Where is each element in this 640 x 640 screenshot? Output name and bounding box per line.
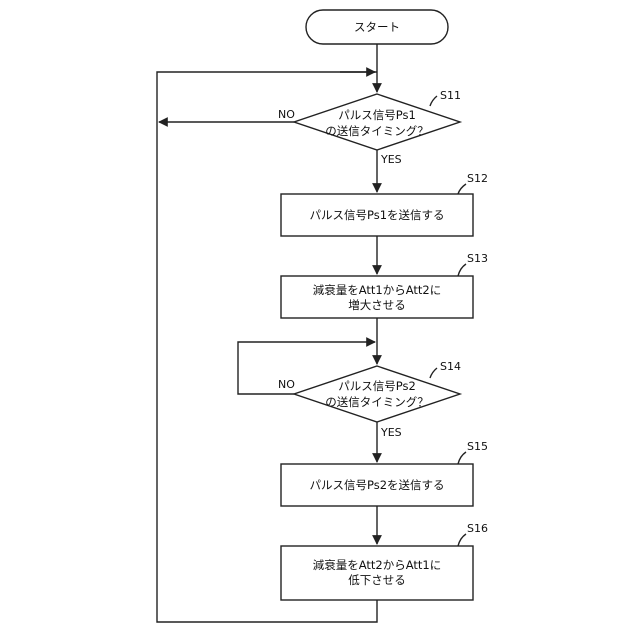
s12-step-label: S12: [467, 172, 488, 185]
s11-no-label: NO: [278, 108, 295, 121]
s14-line-2: の送信タイミング？: [325, 395, 429, 409]
s11-yes-label: YES: [380, 153, 402, 166]
loop-back-line: [157, 72, 377, 622]
s14-step-leader: [430, 368, 437, 378]
s11-line-2: の送信タイミング？: [325, 124, 429, 138]
s15-step-leader: [458, 452, 466, 464]
s16-step-label: S16: [467, 522, 488, 535]
s11-step-label: S11: [440, 89, 461, 102]
s13-step-leader: [458, 264, 466, 276]
s11-decision: [294, 94, 460, 150]
start-label: スタート: [354, 20, 400, 34]
s11-line-1: パルス信号Ps1: [338, 108, 416, 122]
s13-line-2: 増大させる: [348, 298, 406, 312]
s14-no-label: NO: [278, 378, 295, 391]
s14-line-1: パルス信号Ps2: [338, 379, 416, 393]
s16-line-2: 低下させる: [348, 573, 406, 587]
s15-step-label: S15: [467, 440, 488, 453]
s15-line-1: パルス信号Ps2を送信する: [309, 478, 444, 492]
s12-line-1: パルス信号Ps1を送信する: [309, 208, 444, 222]
s13-line-1: 減衰量をAtt1からAtt2に: [313, 283, 442, 297]
s11-step-leader: [430, 96, 437, 106]
s12-step-leader: [458, 184, 466, 194]
s16-line-1: 減衰量をAtt2からAtt1に: [313, 558, 442, 572]
s14-step-label: S14: [440, 360, 461, 373]
s14-decision: [294, 366, 460, 422]
s16-step-leader: [458, 534, 466, 546]
s13-step-label: S13: [467, 252, 488, 265]
s14-yes-label: YES: [380, 426, 402, 439]
